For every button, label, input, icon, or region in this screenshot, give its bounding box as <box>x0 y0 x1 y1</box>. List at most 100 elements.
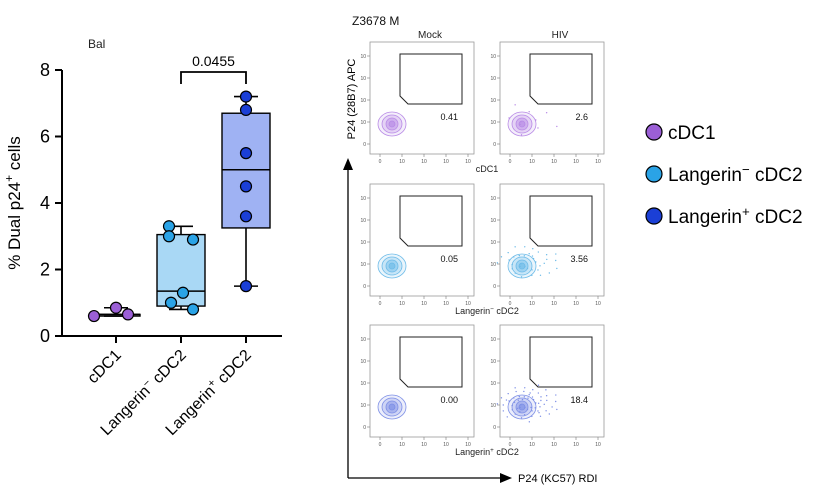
x-tick-label: cDC1 <box>85 347 125 387</box>
tick-label: 10 <box>360 218 366 224</box>
tick-label: 10 <box>360 98 366 104</box>
legend-swatch <box>645 123 663 141</box>
event-dot <box>532 257 535 260</box>
event-dot <box>551 406 553 408</box>
data-point <box>239 147 253 160</box>
tick-label: 0 <box>363 142 366 148</box>
p-value-label: 0.0455 <box>192 53 235 69</box>
tick-label: 10 <box>529 301 535 307</box>
tick-label: 10 <box>595 159 601 165</box>
event-dot <box>513 256 515 258</box>
tick-label: 10 <box>551 159 557 165</box>
tick-label: 10 <box>443 159 449 165</box>
event-dot <box>523 255 526 257</box>
event-dot <box>518 395 521 398</box>
data-point <box>164 296 178 309</box>
event-dot <box>531 415 533 418</box>
event-dot <box>519 406 521 409</box>
event-dot <box>500 397 503 399</box>
tick-label: 10 <box>465 442 471 448</box>
tick-label: 0 <box>379 442 382 448</box>
column-label: Mock <box>418 30 443 41</box>
gate <box>399 336 463 388</box>
event-dot <box>511 268 513 270</box>
data-point <box>239 103 253 117</box>
tick-label: 10 <box>490 76 496 82</box>
event-dot <box>537 127 539 129</box>
event-dot <box>545 253 548 256</box>
data-point <box>87 309 101 323</box>
event-dot <box>517 399 520 401</box>
tick-label: 10 <box>421 159 427 165</box>
row-label: Langerin+ cDC2 <box>455 447 519 458</box>
event-dot <box>520 276 523 278</box>
event-dot <box>535 261 537 263</box>
y-tick-label: 4 <box>40 193 50 213</box>
event-dot <box>505 399 508 401</box>
event-dot <box>519 265 521 268</box>
flow-y-label: P24 (28B7) APC <box>346 59 358 140</box>
event-dot <box>523 396 526 398</box>
tick-label: 10 <box>529 159 535 165</box>
event-dot <box>506 416 508 418</box>
contour <box>388 262 396 270</box>
event-dot <box>526 267 529 270</box>
legend-label: Langerin+ cDC2 <box>668 204 803 229</box>
tick-label: 0 <box>509 159 512 165</box>
legend-label: cDC1 <box>668 123 716 144</box>
event-dot <box>526 408 529 411</box>
event-dot <box>496 403 499 405</box>
gate-percent: 0.05 <box>440 254 458 264</box>
event-dot <box>524 387 526 389</box>
data-point <box>121 308 135 321</box>
event-dot <box>514 387 516 389</box>
event-dot <box>545 410 547 412</box>
tick-label: 10 <box>360 262 366 268</box>
event-dot <box>514 246 516 248</box>
tick-label: 0 <box>509 442 512 448</box>
gate <box>399 53 463 105</box>
panel-frame <box>369 324 475 438</box>
tick-label: 10 <box>360 76 366 82</box>
tick-label: 10 <box>360 381 366 387</box>
tick-label: 10 <box>360 120 366 126</box>
contour <box>388 120 396 128</box>
tick-label: 10 <box>360 240 366 246</box>
tick-label: 10 <box>490 262 496 268</box>
tick-label: 10 <box>595 442 601 448</box>
tick-label: 10 <box>573 159 579 165</box>
gate-percent: 3.56 <box>570 254 588 264</box>
tick-label: 10 <box>443 442 449 448</box>
data-point <box>239 180 253 193</box>
event-dot <box>539 265 541 267</box>
y-tick-label: 0 <box>40 326 50 346</box>
flow-title: Z3678 M <box>352 14 399 28</box>
gate <box>529 53 593 105</box>
tick-label: 0 <box>379 159 382 165</box>
data-point <box>186 233 200 246</box>
event-dot <box>537 392 540 394</box>
data-point <box>186 303 200 316</box>
tick-label: 0 <box>493 425 496 431</box>
event-dot <box>528 111 530 113</box>
contour <box>518 120 526 128</box>
tick-label: 10 <box>490 359 496 365</box>
gate <box>399 195 463 247</box>
event-dot <box>514 104 516 106</box>
y-tick-label: 6 <box>40 127 50 147</box>
tick-label: 10 <box>490 381 496 387</box>
event-dot <box>528 394 530 396</box>
box <box>221 112 271 229</box>
tick-label: 10 <box>490 54 496 60</box>
event-dot <box>508 117 510 119</box>
data-point <box>239 280 253 293</box>
event-dot <box>537 251 540 253</box>
event-dot <box>531 410 533 412</box>
panel-frame <box>499 41 605 155</box>
